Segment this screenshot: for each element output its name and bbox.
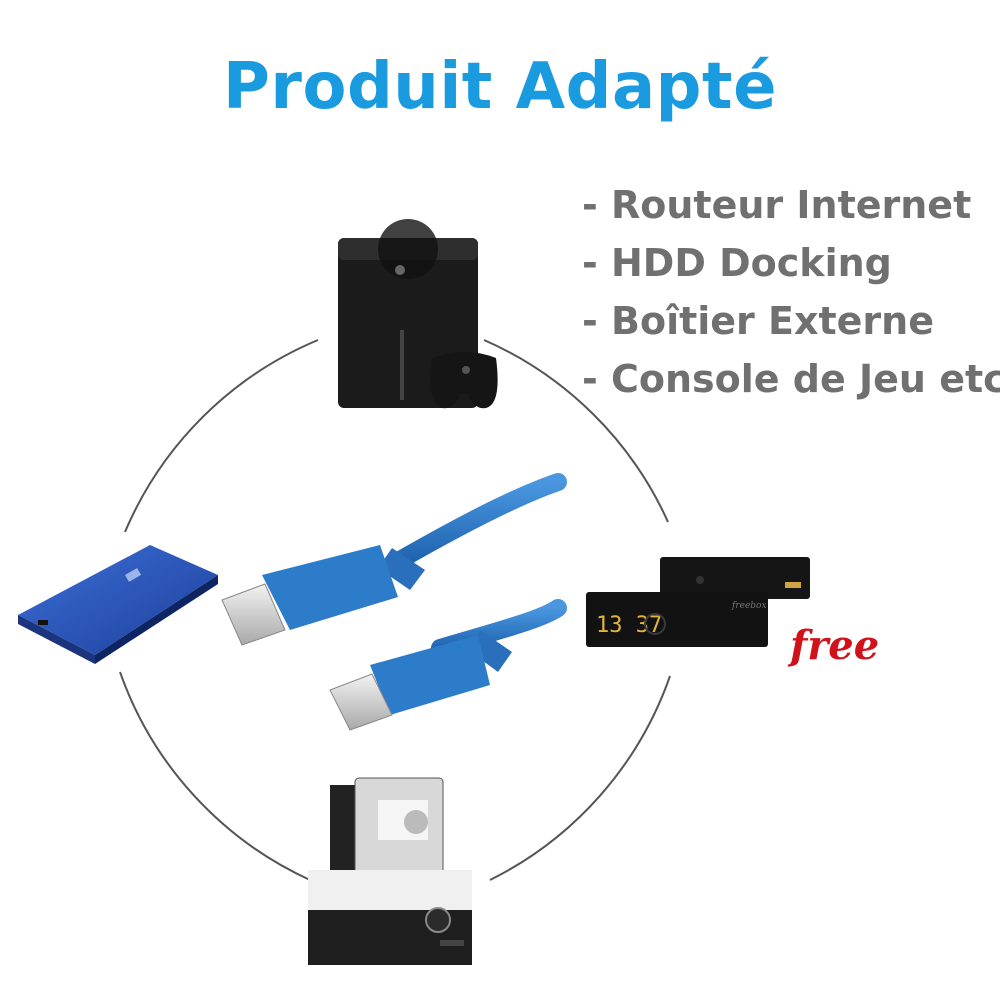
external-enclosure-image xyxy=(18,545,218,664)
free-logo: free xyxy=(790,622,880,669)
usb-cable-image xyxy=(221,473,567,731)
feature-item: - Boîtier Externe xyxy=(582,299,935,343)
internet-router-image: 13 37 freebox xyxy=(586,557,810,647)
feature-item: - Console de Jeu etc. xyxy=(582,357,1000,401)
page-title: Produit Adapté xyxy=(223,50,777,124)
game-console-image xyxy=(338,219,498,409)
feature-list: - Routeur Internet - HDD Docking - Boîti… xyxy=(582,176,1000,408)
connection-circle xyxy=(119,339,671,881)
hdd-docking-image xyxy=(308,777,472,965)
feature-item: - HDD Docking xyxy=(582,241,892,285)
feature-item: - Routeur Internet xyxy=(582,183,972,227)
svg-text:freebox: freebox xyxy=(731,601,767,611)
